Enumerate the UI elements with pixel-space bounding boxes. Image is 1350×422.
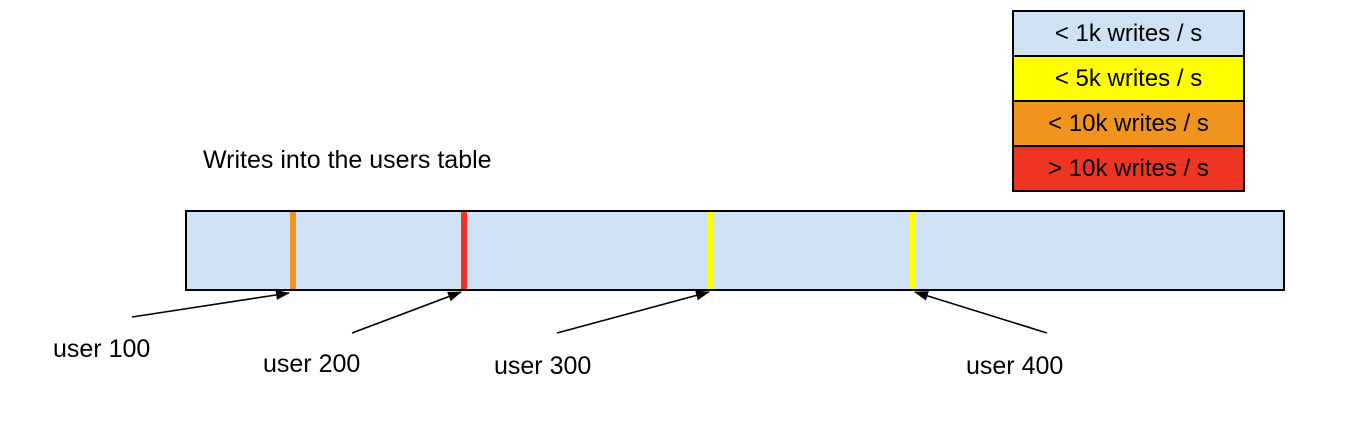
legend-item-lt-1k-label: < 1k writes / s	[1054, 19, 1203, 47]
arrow-user-100	[131, 290, 290, 318]
legend-item-gt-10k-label: > 10k writes / s	[1048, 154, 1209, 182]
arrow-user-200	[351, 291, 462, 334]
arrow-user-400	[914, 291, 1048, 334]
arrow-user-300	[556, 290, 710, 334]
write-hotspot-marker-user-300	[706, 212, 713, 289]
user-200-label: user 200	[263, 350, 361, 378]
legend-item-gt-10k: > 10k writes / s	[1012, 145, 1245, 192]
user-100-label: user 100	[53, 335, 151, 363]
user-300-label: user 300	[494, 352, 592, 380]
user-400-label: user 400	[966, 352, 1064, 380]
legend-item-lt-10k: < 10k writes / s	[1012, 100, 1245, 147]
write-hotspot-marker-user-200	[461, 212, 468, 289]
legend-item-lt-5k-label: < 5k writes / s	[1054, 64, 1203, 92]
diagram-title: Writes into the users table	[203, 146, 492, 174]
legend-item-lt-10k-label: < 10k writes / s	[1048, 109, 1209, 137]
legend-item-lt-5k: < 5k writes / s	[1012, 55, 1245, 102]
legend: < 1k writes / s < 5k writes / s < 10k wr…	[1012, 10, 1245, 192]
write-hotspot-marker-user-100	[290, 212, 297, 289]
write-hotspot-marker-user-400	[909, 212, 916, 289]
users-table-bar	[185, 210, 1285, 291]
legend-item-lt-1k: < 1k writes / s	[1012, 10, 1245, 57]
